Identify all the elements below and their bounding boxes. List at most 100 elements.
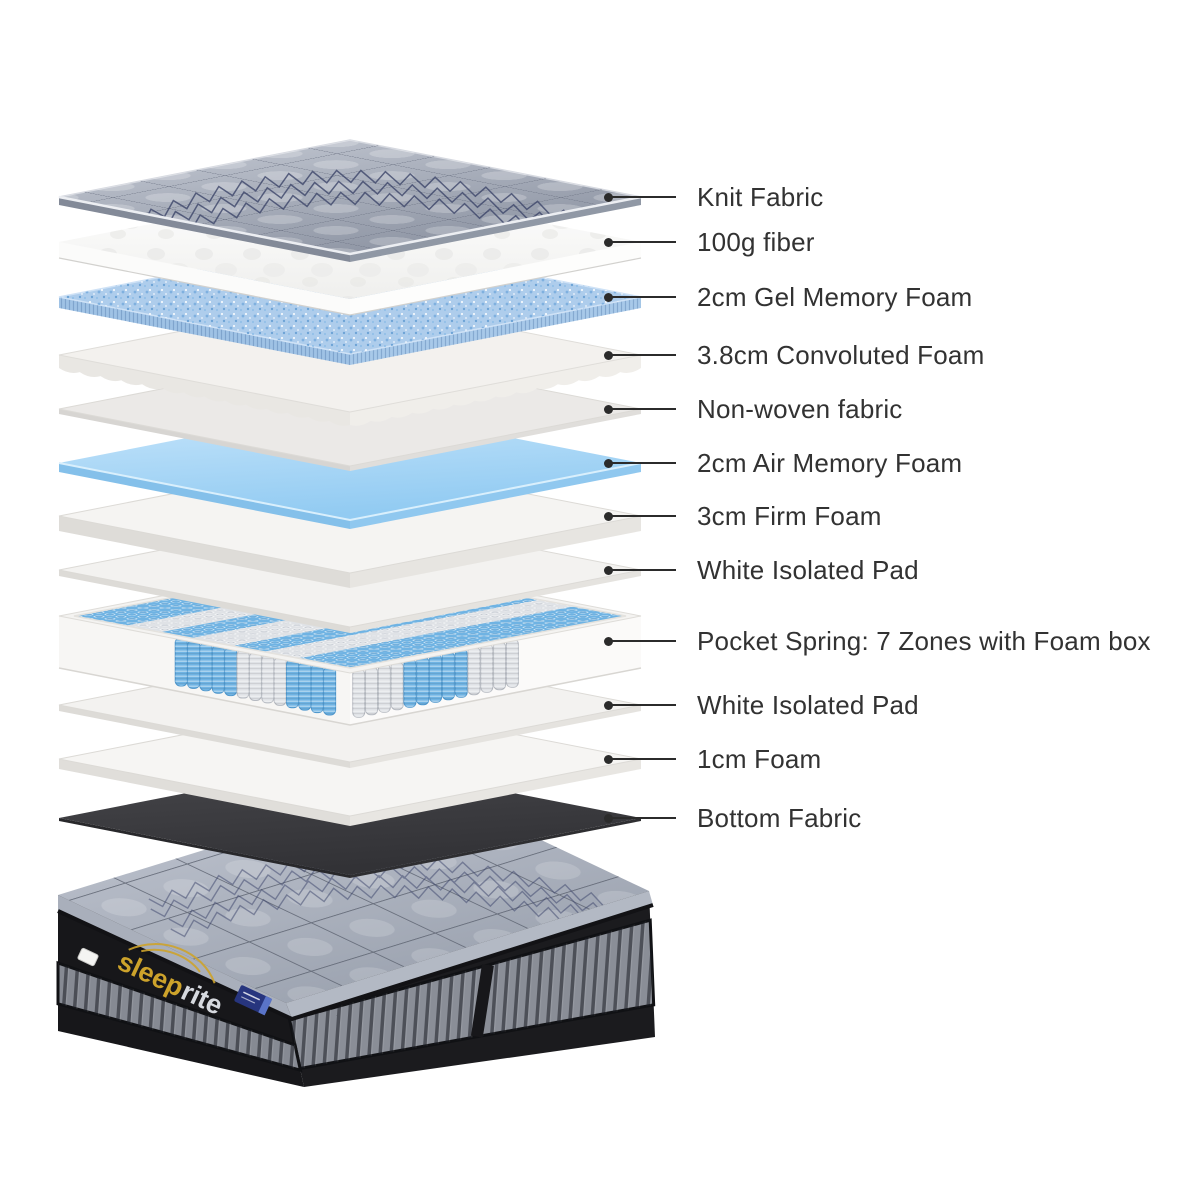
leader-line xyxy=(609,196,676,198)
white-isolated-pad-lower-right-edge xyxy=(350,705,641,768)
non-woven-fabric-left-edge xyxy=(59,409,350,471)
pocket-coil-rings xyxy=(455,649,468,698)
label-knit-fabric: Knit Fabric xyxy=(697,182,824,212)
leader-dot xyxy=(604,755,613,764)
label-gel-memory-foam: 2cm Gel Memory Foam xyxy=(697,282,973,312)
pocket-coil-rings xyxy=(403,659,416,708)
leader-line xyxy=(609,408,676,410)
knit-fabric-piping xyxy=(58,195,642,256)
pocket-coil-rings xyxy=(352,669,365,718)
pocket-coil-rings xyxy=(442,651,455,700)
leader-dot xyxy=(604,701,613,710)
leader-dot xyxy=(604,637,613,646)
label-bottom-fabric: Bottom Fabric xyxy=(697,803,862,833)
leader-dot xyxy=(604,814,613,823)
label-non-woven-fabric: Non-woven fabric xyxy=(697,394,903,424)
bottom-fabric-right-edge xyxy=(350,818,641,878)
label-white-isolated-pad-upper: White Isolated Pad xyxy=(697,555,919,585)
label-air-memory-foam: 2cm Air Memory Foam xyxy=(697,448,963,478)
pocket-coil-rings xyxy=(237,650,250,699)
layer-knit-fabric xyxy=(58,139,642,262)
leader-dot xyxy=(604,238,613,247)
leader-dot xyxy=(604,566,613,575)
leader-line xyxy=(609,640,676,642)
firm-foam-left-edge xyxy=(59,516,350,588)
bottom-fabric-left-edge xyxy=(59,818,350,878)
leader-line xyxy=(609,241,676,243)
leader-line xyxy=(609,354,676,356)
leader-line xyxy=(609,569,676,571)
pocket-coil-rings xyxy=(175,637,188,686)
pocket-coil-rings xyxy=(212,645,225,694)
label-white-isolated-pad-lower: White Isolated Pad xyxy=(697,690,919,720)
mattress-front-panel-texture xyxy=(58,963,301,1071)
knit-fabric-left-edge xyxy=(59,197,350,262)
leader-line xyxy=(609,515,676,517)
pocket-coil-rings xyxy=(286,659,299,708)
white-isolated-pad-upper-left-edge xyxy=(59,570,350,633)
leader-line xyxy=(609,817,676,819)
pocket-coil-rings xyxy=(224,647,237,696)
corner-tag-shape xyxy=(77,947,99,967)
pocket-coil-rings xyxy=(416,656,429,705)
leader-dot xyxy=(604,293,613,302)
air-memory-foam-piping xyxy=(58,462,642,522)
fiber-100g-left-edge xyxy=(59,242,350,315)
blue-tag-line xyxy=(243,991,261,1001)
pocket-coil-rings xyxy=(506,639,519,688)
label-pocket-spring: Pocket Spring: 7 Zones with Foam box xyxy=(697,626,1151,656)
pocket-coil-rings xyxy=(298,662,311,711)
pocket-coil-rings xyxy=(429,654,442,703)
pocket-coil-rings xyxy=(261,654,274,703)
foam-1cm-left-edge xyxy=(59,759,350,826)
pocket-spring-box-bottom-line xyxy=(58,667,642,726)
mattress-top-roll-left xyxy=(58,895,292,1019)
air-memory-foam-right-edge xyxy=(350,463,641,529)
wave-line xyxy=(168,874,645,940)
leader-dot xyxy=(604,351,613,360)
knit-fabric-right-edge xyxy=(350,197,641,262)
wave-line xyxy=(128,169,618,239)
mattress-top-roll-right xyxy=(286,891,653,1019)
pocket-coil-rings xyxy=(480,644,493,693)
leader-dot xyxy=(604,193,613,202)
mattress-corner-tag xyxy=(77,947,99,967)
label-convoluted-foam: 3.8cm Convoluted Foam xyxy=(697,340,985,370)
convoluted-foam-left-edge-scalloped xyxy=(59,355,350,426)
firm-foam-right-edge xyxy=(350,516,641,588)
white-isolated-pad-lower-left-edge xyxy=(59,705,350,768)
brand-swoosh xyxy=(128,943,216,984)
label-firm-foam: 3cm Firm Foam xyxy=(697,501,882,531)
gel-memory-foam-edge-texture xyxy=(350,297,641,365)
pocket-coil-rings xyxy=(249,652,262,701)
leader-line xyxy=(609,462,676,464)
pocket-coil-rings xyxy=(199,642,212,691)
white-isolated-pad-upper-right-edge xyxy=(350,570,641,633)
blue-tag-line xyxy=(241,996,256,1004)
non-woven-fabric-right-edge xyxy=(350,409,641,471)
pocket-coil-rings xyxy=(365,666,378,715)
mattress-side-panel-texture xyxy=(289,920,654,1069)
mattress-blue-tag xyxy=(234,985,273,1016)
pocket-coil-rings xyxy=(187,640,200,689)
fiber-100g-right-edge xyxy=(350,242,641,315)
air-memory-foam-left-edge xyxy=(59,463,350,529)
pocket-coil-rings xyxy=(311,664,324,713)
leader-dot xyxy=(604,459,613,468)
leader-line xyxy=(609,704,676,706)
blue-tag-edge xyxy=(258,996,273,1016)
gel-memory-foam-edge-texture xyxy=(59,297,350,365)
leader-line xyxy=(609,296,676,298)
pocket-coil-rings xyxy=(323,667,336,716)
pocket-coil-rings xyxy=(391,661,404,710)
convoluted-foam-right-edge-scalloped xyxy=(350,355,641,426)
leader-dot xyxy=(604,512,613,521)
mattress-panel-seam xyxy=(470,964,494,1038)
pocket-coil-rings xyxy=(274,657,287,706)
foam-1cm-right-edge xyxy=(350,759,641,826)
leader-line xyxy=(609,758,676,760)
label-1cm-foam: 1cm Foam xyxy=(697,744,822,774)
